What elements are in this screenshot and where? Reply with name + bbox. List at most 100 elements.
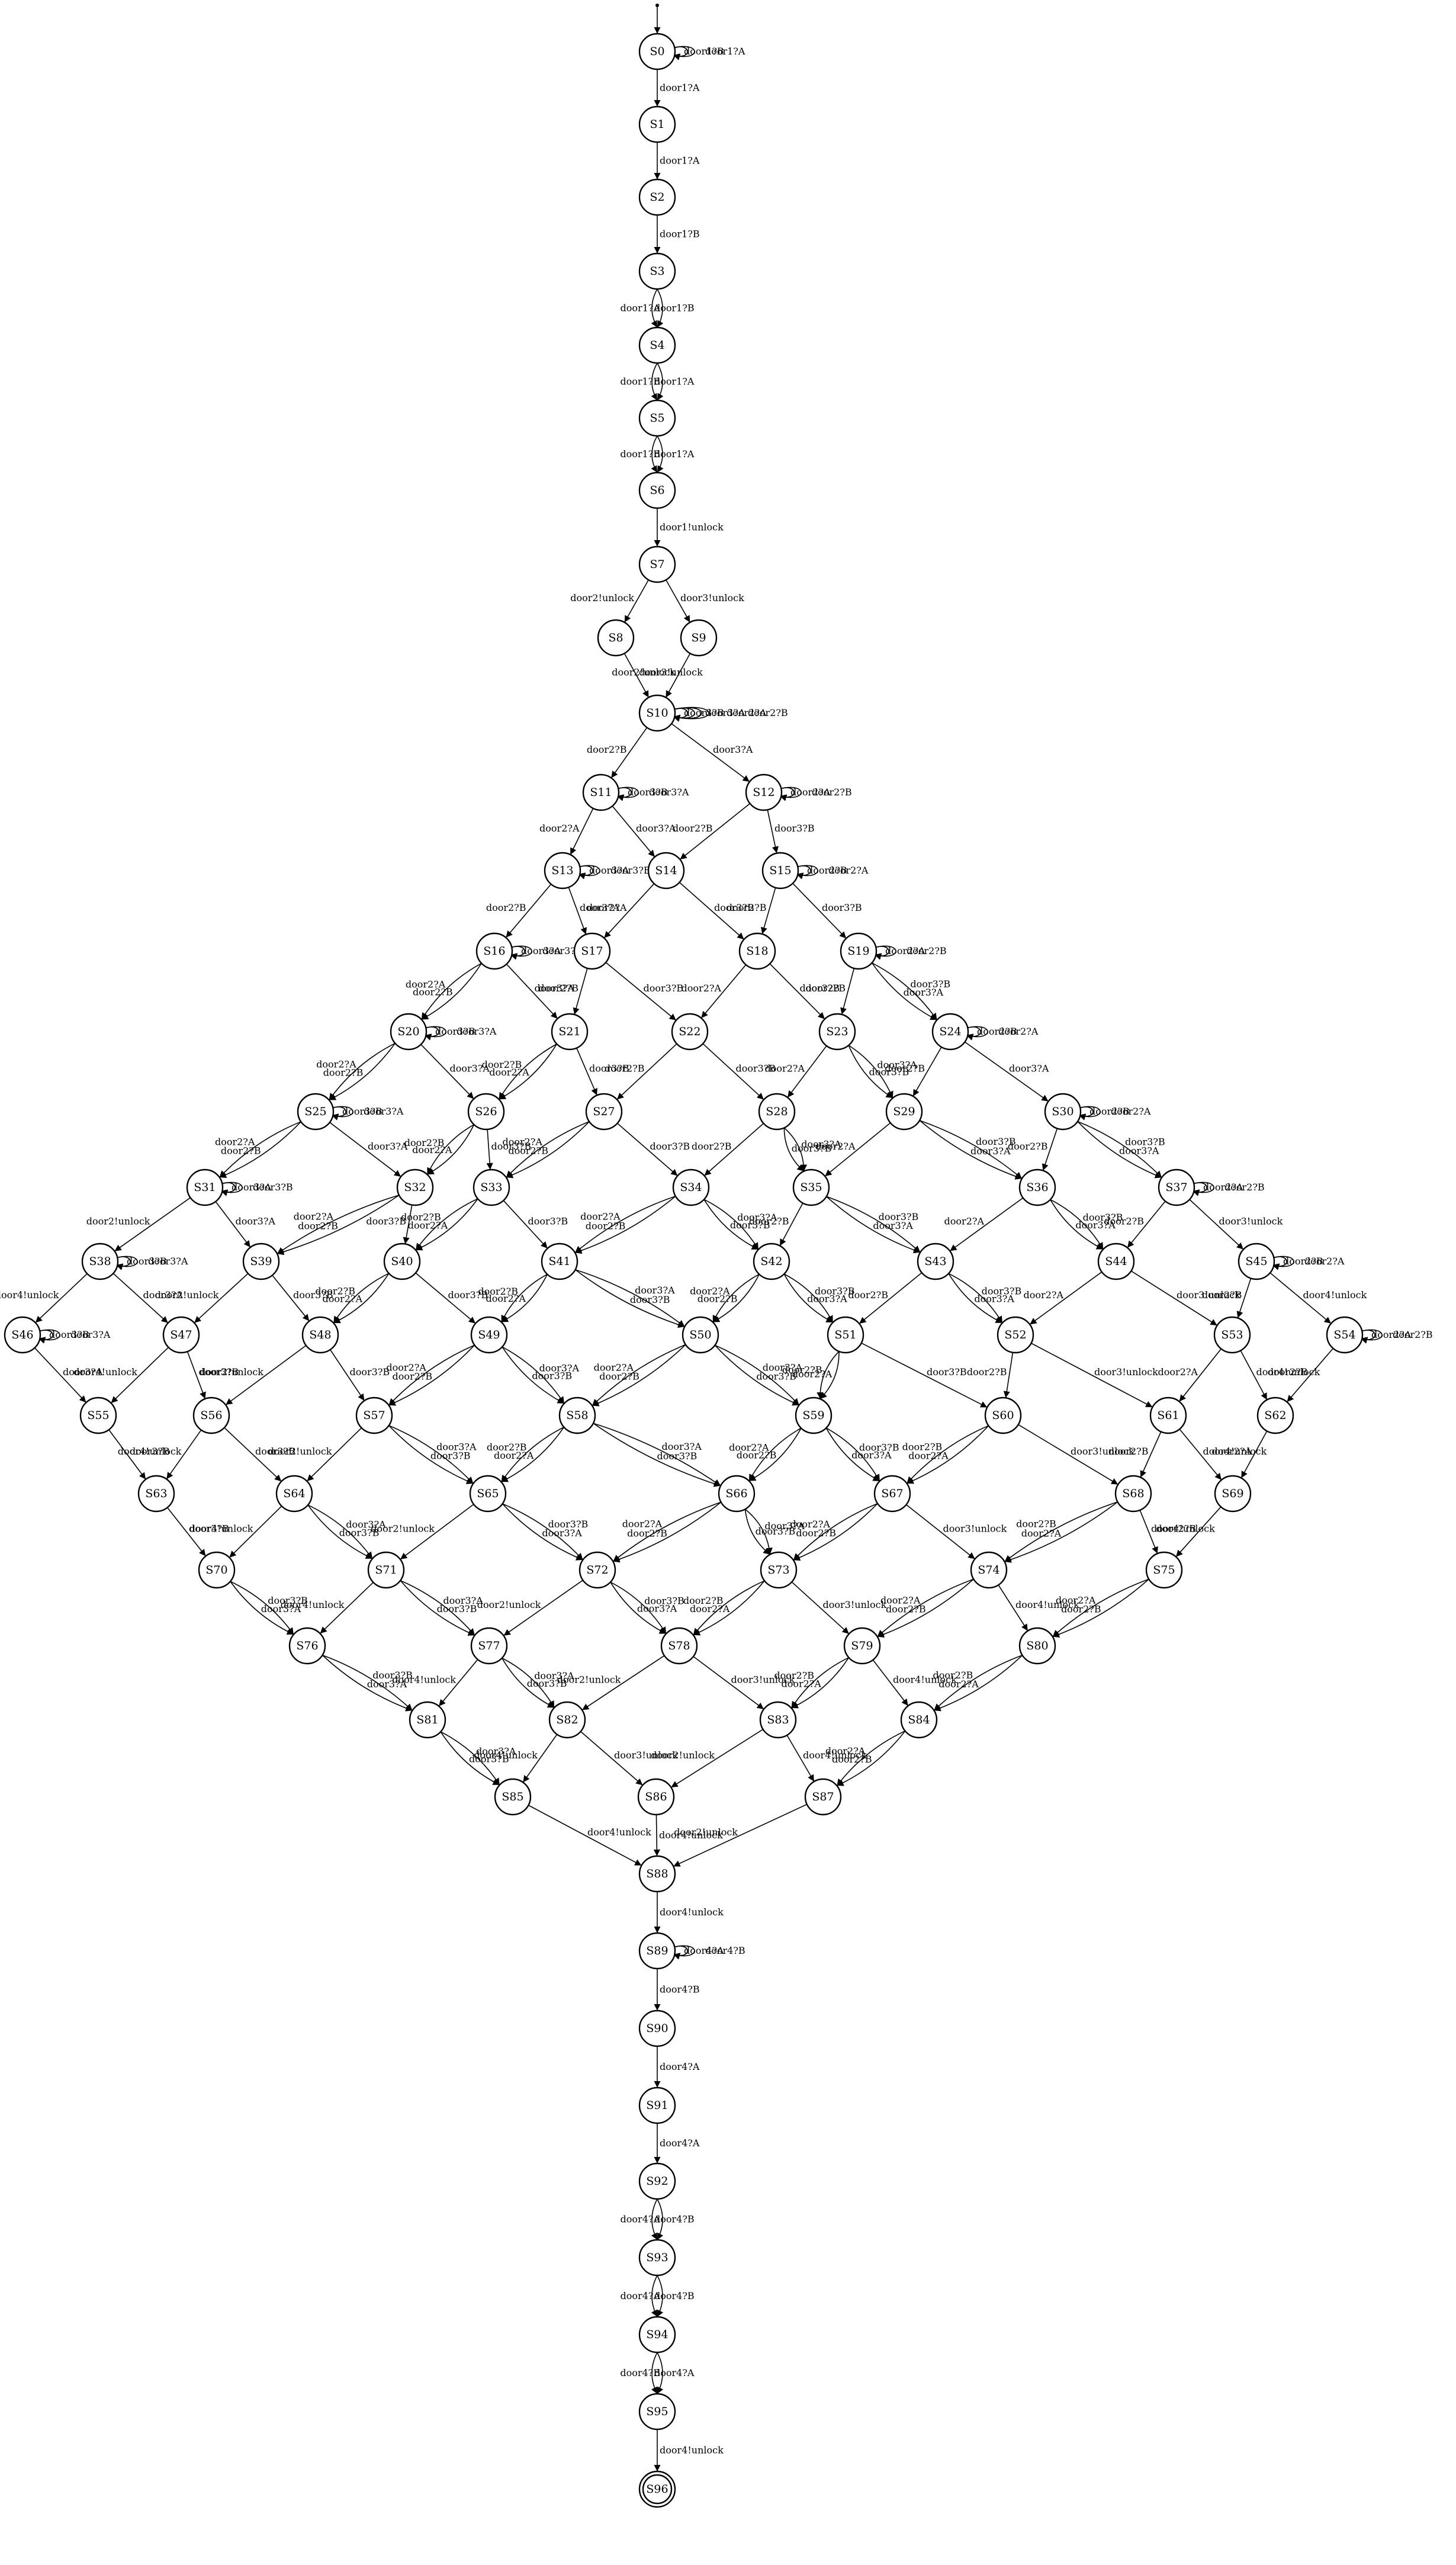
transition-label: door2!unlock [612, 667, 676, 678]
transition-S42-S51 [783, 1273, 834, 1323]
state-label: S95 [646, 2405, 668, 2418]
transition-S93-S94 [657, 2275, 664, 2317]
state-label: S25 [304, 1105, 326, 1118]
state-circle [792, 1168, 830, 1206]
state-s2: S2 [638, 178, 676, 216]
transition-label: door2?A [587, 902, 627, 913]
state-s47: S47 [162, 1316, 200, 1354]
state-label: S1 [650, 118, 664, 131]
transition-S11-S11 [616, 786, 639, 801]
transition-S17-S21 [573, 968, 588, 1015]
state-label: S88 [646, 1867, 668, 1880]
transition-S50-S59 [714, 1344, 799, 1406]
transition-S19-S24 [871, 962, 937, 1020]
transition-S33-S40 [415, 1198, 478, 1251]
transition-S18-S23 [769, 963, 825, 1020]
state-label: S78 [668, 1639, 690, 1652]
state-s51: S51 [827, 1316, 864, 1354]
transition-label: door3?B [130, 1446, 170, 1457]
state-s56: S56 [192, 1397, 230, 1434]
state-circle [367, 1551, 405, 1589]
state-s26: S26 [467, 1093, 505, 1131]
transition-S29-S35 [824, 1122, 891, 1177]
transition-S37-S44 [1127, 1200, 1166, 1248]
transition-label: door3?A [589, 865, 629, 876]
transition-label: door2?A [792, 1368, 833, 1379]
transition-label: door2?B [832, 1754, 872, 1765]
transition-S64-S71 [307, 1504, 373, 1559]
transition-label: door2?B [487, 1442, 527, 1453]
state-label: S42 [760, 1255, 782, 1268]
state-circle [582, 773, 620, 811]
state-s86: S86 [637, 1778, 675, 1816]
transition-label: door2?B [907, 945, 947, 956]
transition-label: door4!unlock [73, 1366, 137, 1378]
transition-S30-S36 [1042, 1128, 1058, 1171]
state-s67: S67 [873, 1475, 911, 1513]
transition-S16-S21 [506, 964, 558, 1019]
transition-label: door2?A [489, 1067, 529, 1078]
transition-S22-S28 [702, 1043, 764, 1100]
state-label: S9 [691, 631, 706, 644]
transition-label: door2?B [749, 1216, 789, 1227]
transition-S34-S41 [574, 1195, 676, 1253]
transition-label: door2?B [1156, 1523, 1196, 1534]
state-s62: S62 [1256, 1397, 1294, 1434]
transition-label: door3?B [657, 1450, 698, 1462]
state-circle [638, 252, 676, 290]
transition-S45-S54 [1269, 1272, 1332, 1324]
state-s88: S88 [638, 1855, 676, 1893]
transition-label: door2?A [594, 1362, 634, 1373]
state-s84: S84 [900, 1701, 938, 1739]
state-circle [795, 1397, 833, 1434]
transition-label: door3?B [714, 902, 754, 913]
transition-label: door3?A [367, 1678, 407, 1690]
transition-label: door2?A [998, 1026, 1039, 1037]
state-circle [551, 1013, 589, 1051]
transition-S82-S85 [522, 1734, 558, 1783]
state-s30: S30 [1044, 1093, 1082, 1131]
transition-S78-S82 [581, 1655, 665, 1711]
state-s95: S95 [638, 2393, 676, 2431]
transition-S58-S66 [593, 1423, 721, 1487]
transition-S40-S48 [333, 1273, 390, 1324]
transition-label: door1?A [705, 46, 745, 57]
transition-label: door3?B [542, 945, 583, 956]
transition-S64-S71 [307, 1504, 373, 1559]
transition-label: door4!unlock [392, 1674, 456, 1686]
transition-label: door2?B [508, 1145, 548, 1156]
transition-S57-S65 [388, 1425, 474, 1484]
transition-S68-S74 [1004, 1501, 1118, 1562]
state-s60: S60 [984, 1397, 1022, 1434]
transition-S42-S50 [712, 1274, 760, 1323]
transition-label: door3?B [610, 865, 651, 876]
state-s46: S46 [4, 1316, 41, 1354]
state-label: S82 [556, 1713, 578, 1726]
transition-label: door4!unlock [893, 1674, 957, 1686]
state-s78: S78 [660, 1627, 698, 1665]
transition-label: door3?A [877, 1060, 917, 1071]
transition-label: door3?B [253, 1182, 293, 1193]
transition-label: door4!unlock [660, 2445, 724, 2456]
transition-S55-S63 [108, 1429, 146, 1480]
state-label: S44 [1105, 1255, 1127, 1268]
transition-label: door2?B [807, 865, 847, 876]
state-circle [1158, 1168, 1195, 1206]
transition-S27-S33 [506, 1121, 590, 1178]
state-circle [473, 1168, 510, 1206]
state-label: S74 [978, 1564, 999, 1577]
state-label: S73 [767, 1564, 789, 1577]
transition-S36-S43 [949, 1197, 1024, 1252]
state-label: S2 [650, 191, 664, 204]
transition-S25-S31 [219, 1121, 301, 1179]
state-s39: S39 [242, 1243, 280, 1280]
transition-label: door2?B [1224, 1182, 1265, 1193]
transition-label: door2?A [1304, 1256, 1345, 1267]
state-label: S66 [725, 1487, 747, 1500]
transition-S10-S12 [671, 723, 750, 782]
transition-label: door2?B [627, 1527, 667, 1539]
transition-label: door2?A [938, 1678, 979, 1690]
transition-S69-S75 [1175, 1506, 1222, 1558]
transition-label: door3?B [366, 1216, 406, 1227]
